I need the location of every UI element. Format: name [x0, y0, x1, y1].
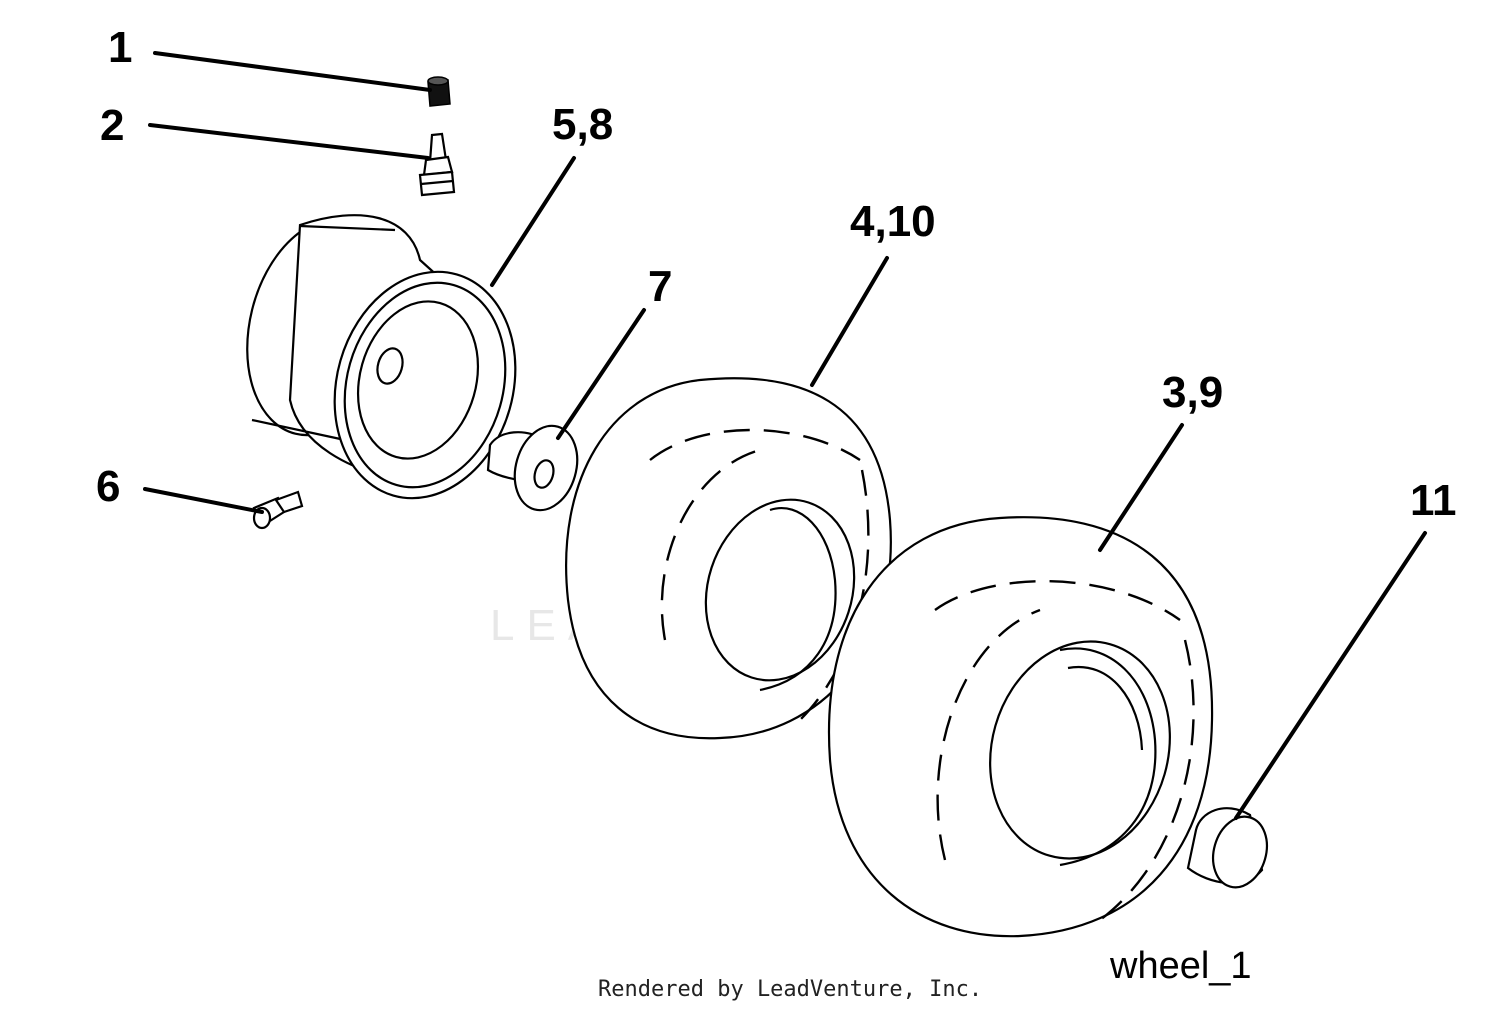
callout-6: 6 — [96, 462, 120, 511]
footer-credit: Rendered by LeadVenture, Inc. — [598, 977, 982, 1002]
part-11-cap — [1186, 807, 1268, 889]
callout-2: 2 — [100, 101, 124, 150]
part-2-valve-stem — [418, 132, 456, 197]
leader-5-8 — [490, 156, 576, 287]
leader-2 — [148, 123, 430, 160]
callout-1: 1 — [108, 23, 132, 72]
part-3-9-tire-rear — [827, 516, 1214, 938]
leader-11 — [1234, 531, 1427, 820]
leader-1 — [153, 51, 432, 92]
leader-6 — [143, 487, 264, 514]
callout-3-9: 3,9 — [1162, 368, 1223, 417]
leader-lines — [143, 51, 1427, 820]
callout-11: 11 — [1410, 476, 1457, 525]
callout-5-8: 5,8 — [552, 100, 613, 149]
part-5-8-rim — [246, 214, 517, 500]
leader-3-9 — [1098, 423, 1184, 552]
drawing-label: wheel_1 — [1109, 945, 1252, 987]
part-7-bushing — [486, 424, 579, 512]
leader-7 — [556, 308, 646, 440]
callout-7: 7 — [648, 262, 672, 311]
part-1-valve-cap — [427, 76, 451, 107]
leader-4-10 — [810, 256, 889, 387]
callout-4-10: 4,10 — [850, 197, 936, 246]
